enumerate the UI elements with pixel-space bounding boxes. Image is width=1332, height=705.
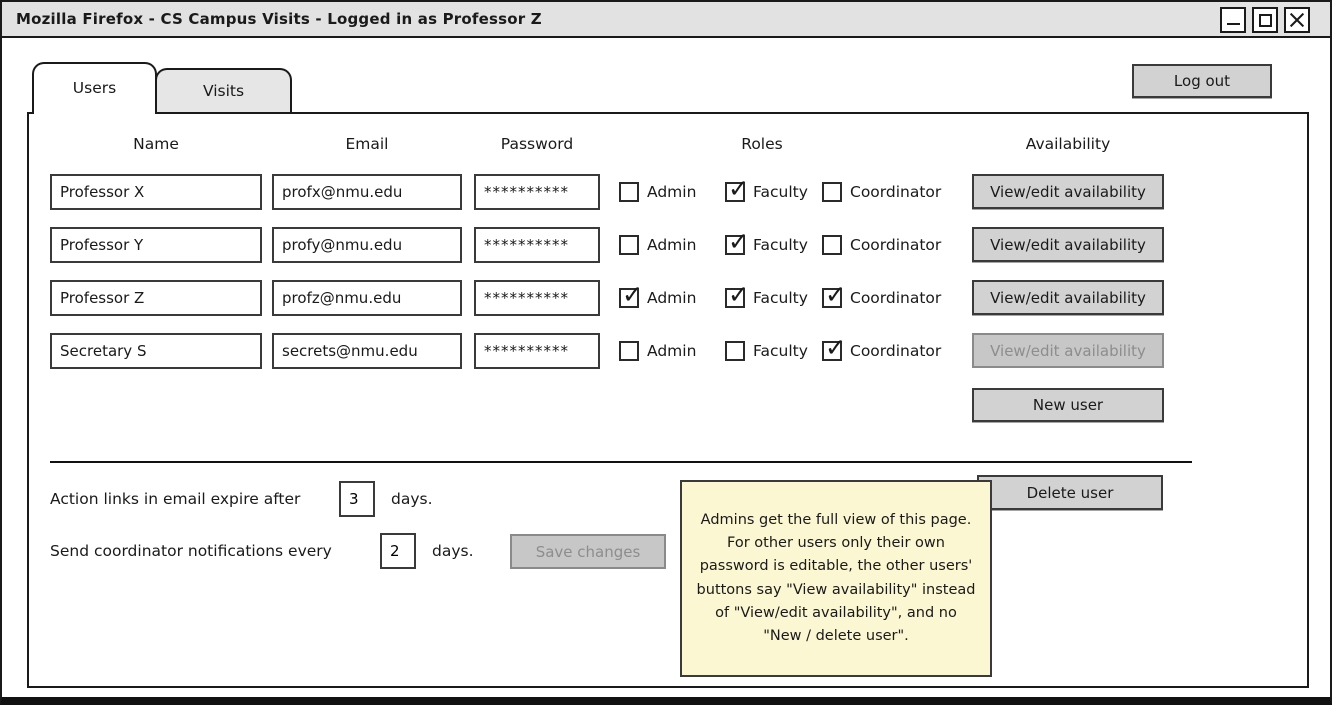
close-button[interactable] [1284,7,1310,33]
faculty-checkbox[interactable] [725,341,745,361]
password-input[interactable] [474,174,600,210]
availability-button[interactable]: View/edit availability [972,280,1164,315]
password-input[interactable] [474,227,600,263]
tab-visits[interactable]: Visits [155,68,292,112]
save-changes-button: Save changes [510,534,666,569]
email-input[interactable] [272,280,462,316]
column-header-availability: Availability [1025,135,1111,153]
email-input[interactable] [272,174,462,210]
admin-label: Admin [647,342,697,360]
name-input[interactable] [50,227,262,263]
expire-label: Action links in email expire after [50,490,301,508]
maximize-icon [1258,13,1272,27]
user-row: Admin Faculty Coordinator View/edit avai… [2,174,1330,210]
admin-label: Admin [647,183,697,201]
tab-users-label: Users [72,79,117,97]
availability-button[interactable]: View/edit availability [972,227,1164,262]
sticky-note: Admins get the full view of this page. F… [680,480,992,677]
admin-checkbox[interactable] [619,280,643,309]
user-row: Admin Faculty Coordinator View/edit avai… [2,280,1330,316]
column-header-name: Name [133,135,179,153]
name-input[interactable] [50,280,262,316]
coordinator-checkbox[interactable] [822,182,842,202]
faculty-checkbox[interactable] [725,174,749,203]
coordinator-label: Coordinator [850,183,942,201]
availability-button[interactable]: View/edit availability [972,174,1164,209]
password-input[interactable] [474,280,600,316]
settings-divider [50,461,1192,463]
coordinator-label: Coordinator [850,236,942,254]
faculty-checkbox[interactable] [725,227,749,256]
notify-suffix: days. [432,542,474,560]
email-input[interactable] [272,227,462,263]
coordinator-label: Coordinator [850,289,942,307]
coordinator-checkbox[interactable] [822,235,842,255]
column-header-roles: Roles [741,135,783,153]
availability-button: View/edit availability [972,333,1164,368]
sticky-note-text: Admins get the full view of this page. F… [696,511,976,644]
admin-checkbox[interactable] [619,341,639,361]
expire-suffix: days. [391,490,433,508]
minimize-icon [1226,15,1240,25]
window-title: Mozilla Firefox - CS Campus Visits - Log… [16,10,542,28]
user-row: Admin Faculty Coordinator View/edit avai… [2,227,1330,263]
faculty-label: Faculty [753,289,808,307]
maximize-button[interactable] [1252,7,1278,33]
setting-expire: Action links in email expire after days. [50,481,433,517]
delete-user-button[interactable]: Delete user [977,475,1163,510]
coordinator-label: Coordinator [850,342,942,360]
setting-notify: Send coordinator notifications every day… [50,533,474,569]
admin-checkbox[interactable] [619,235,639,255]
notify-days-input[interactable] [380,533,416,569]
password-input[interactable] [474,333,600,369]
email-input[interactable] [272,333,462,369]
new-user-button[interactable]: New user [972,388,1164,422]
title-bar: Mozilla Firefox - CS Campus Visits - Log… [2,2,1330,38]
faculty-label: Faculty [753,183,808,201]
column-header-email: Email [345,135,389,153]
column-header-password: Password [500,135,574,153]
minimize-button[interactable] [1220,7,1246,33]
admin-checkbox[interactable] [619,182,639,202]
expire-days-input[interactable] [339,481,375,517]
coordinator-checkbox[interactable] [822,333,846,362]
user-row: Admin Faculty Coordinator View/edit avai… [2,333,1330,369]
faculty-label: Faculty [753,236,808,254]
tab-users[interactable]: Users [32,62,157,114]
faculty-label: Faculty [753,342,808,360]
admin-label: Admin [647,236,697,254]
logout-button[interactable]: Log out [1132,64,1272,98]
name-input[interactable] [50,333,262,369]
close-icon [1289,12,1305,28]
tab-visits-label: Visits [202,82,245,100]
name-input[interactable] [50,174,262,210]
coordinator-checkbox[interactable] [822,280,846,309]
faculty-checkbox[interactable] [725,280,749,309]
notify-label: Send coordinator notifications every [50,542,332,560]
admin-label: Admin [647,289,697,307]
